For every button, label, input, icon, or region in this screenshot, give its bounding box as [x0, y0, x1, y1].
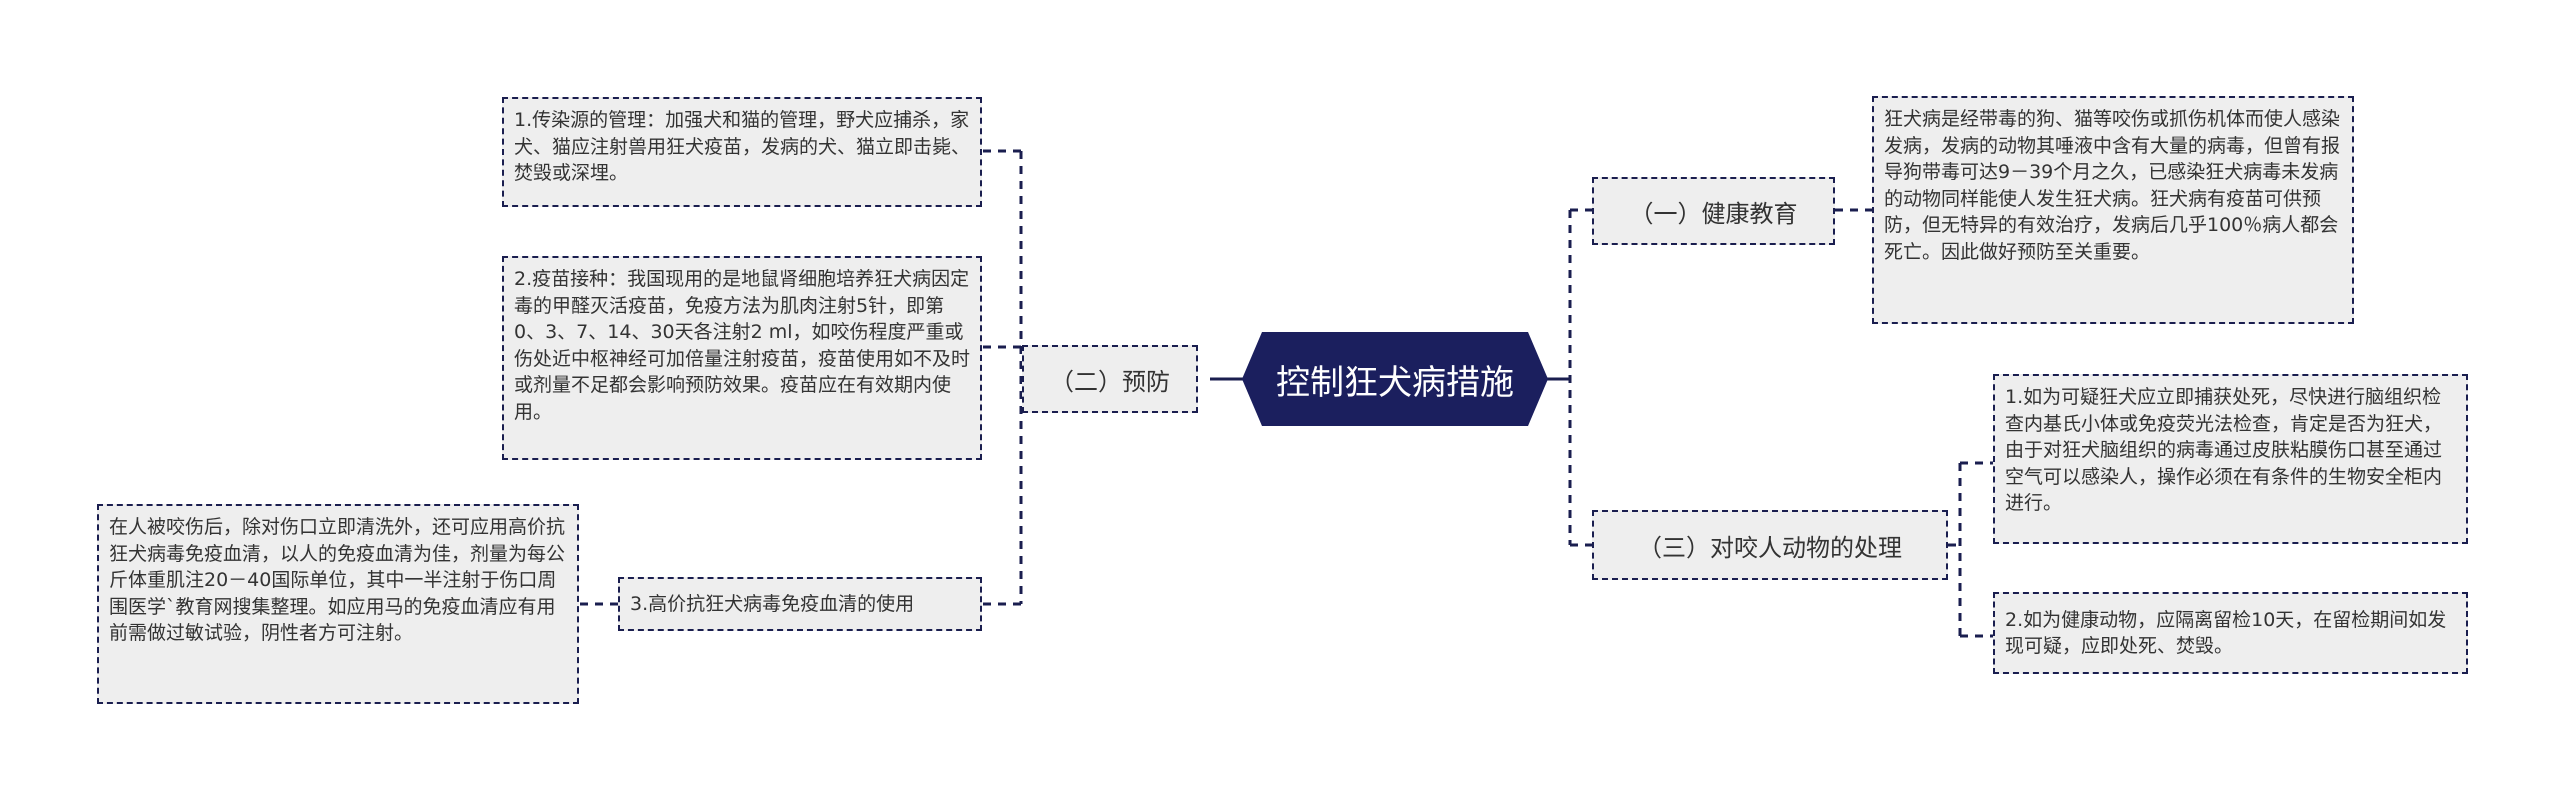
- handling-item-2-text: 2.如为健康动物，应隔离留检10天，在留检期间如发现可疑，应即处死、焚毁。: [2005, 608, 2447, 658]
- handling-item-2[interactable]: 2.如为健康动物，应隔离留检10天，在留检期间如发现可疑，应即处死、焚毁。: [1993, 592, 2468, 674]
- branch-prevention-label: （二）预防: [1050, 367, 1170, 396]
- education-detail[interactable]: 狂犬病是经带毒的狗、猫等咬伤或抓伤机体而使人感染发病，发病的动物其唾液中含有大量…: [1872, 96, 2354, 324]
- hexagon-shape: [1242, 332, 1548, 426]
- prevention-item-2[interactable]: 2.疫苗接种：我国现用的是地鼠肾细胞培养狂犬病因定毒的甲醛灭活疫苗，免疫方法为肌…: [502, 256, 982, 460]
- branch-prevention[interactable]: （二）预防: [1022, 345, 1198, 413]
- branch-education[interactable]: （一）健康教育: [1592, 177, 1835, 245]
- prevention-item-2-text: 2.疫苗接种：我国现用的是地鼠肾细胞培养狂犬病因定毒的甲醛灭活疫苗，免疫方法为肌…: [514, 268, 971, 423]
- prevention-item-3[interactable]: 3.高价抗狂犬病毒免疫血清的使用: [618, 577, 982, 631]
- prevention-item-3-detail[interactable]: 在人被咬伤后，除对伤口立即清洗外，还可应用高价抗狂犬病毒免疫血清，以人的免疫血清…: [97, 504, 579, 704]
- education-detail-text: 狂犬病是经带毒的狗、猫等咬伤或抓伤机体而使人感染发病，发病的动物其唾液中含有大量…: [1884, 108, 2341, 263]
- prevention-item-3-detail-text: 在人被咬伤后，除对伤口立即清洗外，还可应用高价抗狂犬病毒免疫血清，以人的免疫血清…: [109, 516, 566, 644]
- branch-handling[interactable]: （三）对咬人动物的处理: [1592, 510, 1948, 580]
- branch-education-label: （一）健康教育: [1629, 199, 1798, 228]
- handling-item-1[interactable]: 1.如为可疑狂犬应立即捕获处死，尽快进行脑组织检查内基氏小体或免疫荧光法检查，肯…: [1993, 374, 2468, 544]
- handling-item-1-text: 1.如为可疑狂犬应立即捕获处死，尽快进行脑组织检查内基氏小体或免疫荧光法检查，肯…: [2005, 386, 2443, 514]
- branch-handling-label: （三）对咬人动物的处理: [1638, 533, 1902, 562]
- prevention-item-1[interactable]: 1.传染源的管理：加强犬和猫的管理，野犬应捕杀，家犬、猫应注射兽用狂犬疫苗，发病…: [502, 97, 982, 207]
- prevention-item-1-text: 1.传染源的管理：加强犬和猫的管理，野犬应捕杀，家犬、猫应注射兽用狂犬疫苗，发病…: [514, 109, 971, 184]
- root-topic-node[interactable]: 控制狂犬病措施: [1242, 332, 1548, 426]
- root-topic-label: 控制狂犬病措施: [1276, 362, 1514, 403]
- prevention-item-3-text: 3.高价抗狂犬病毒免疫血清的使用: [630, 592, 915, 615]
